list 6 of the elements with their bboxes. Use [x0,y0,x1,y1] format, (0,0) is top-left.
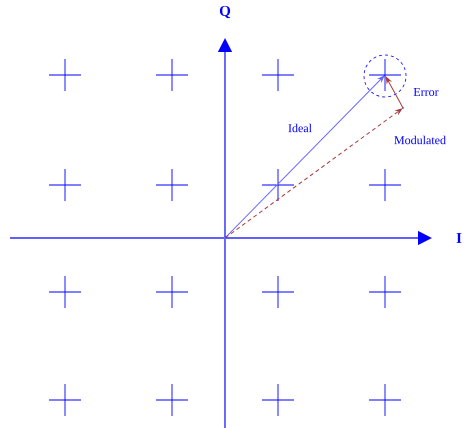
edge-label: Modulated [393,134,447,146]
edge-label: Ideal [287,122,313,134]
constellation-point [368,58,402,92]
axis-label: Q [220,6,230,18]
axis-label: I [456,233,462,243]
edge-label: Error [412,87,440,97]
